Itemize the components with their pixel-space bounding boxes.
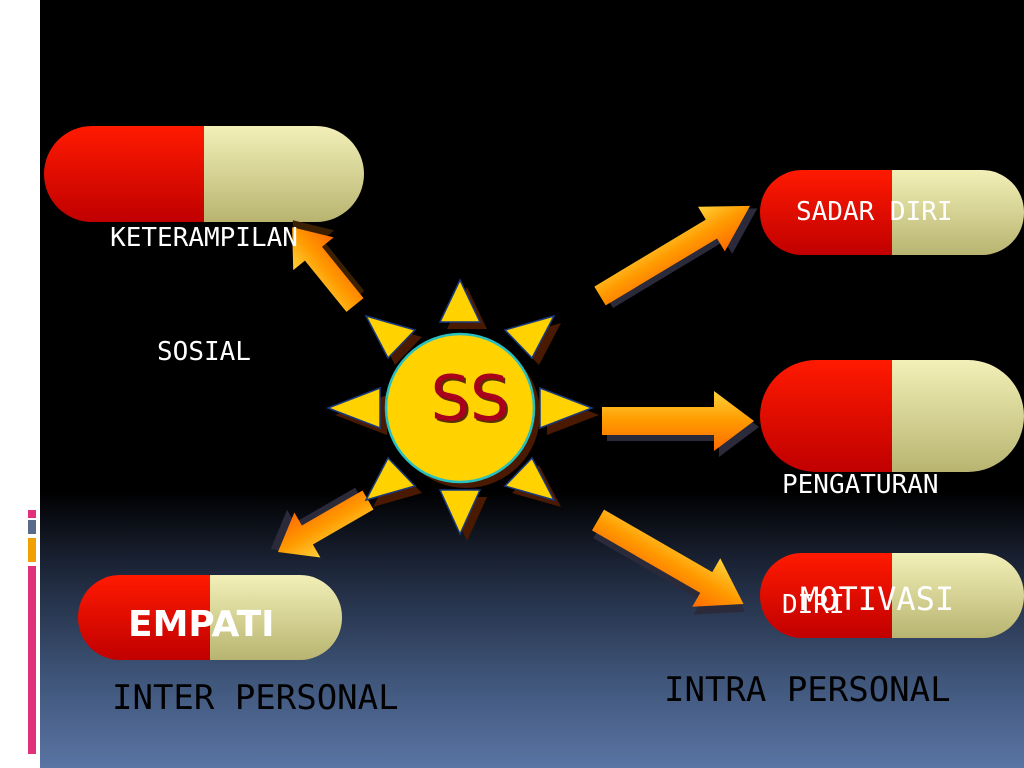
accent-bar [28,566,36,754]
arrow-to-keterampilan-sosial [292,220,365,312]
arrow-to-sadar-diri [594,205,758,308]
label-motivasi: MOTIVASI [800,580,955,618]
left-margin [0,0,40,768]
caption-intra-personal: INTRA PERSONAL [664,670,951,710]
label-empati: EMPATI [128,604,275,645]
arrow-to-pengaturan-diri [602,391,759,457]
label-diri-line: DIRI [782,590,845,620]
label-keterampilan-line: KETERAMPILAN [110,223,298,253]
caption-inter-personal: INTER PERSONAL [112,678,399,718]
accent-square-3 [28,538,36,562]
sun-symbol [325,278,599,541]
pill-motivasi [760,553,1024,638]
accent-square-1 [28,510,36,518]
label-keterampilan-sosial: KETERAMPILAN SOSIAL [44,143,364,409]
label-sosial-line: SOSIAL [157,337,251,367]
pill-pengaturan-diri [760,360,1024,472]
center-label: SS [430,362,510,435]
arrow-to-empati [270,487,374,558]
pill-empati [78,575,342,660]
label-pengaturan-diri: PENGATURAN DIRI [782,385,939,665]
label-sadar-diri: SADAR DIRI [796,197,953,227]
arrow-to-motivasi [592,509,745,615]
pill-sadar-diri [760,170,1024,255]
pill-keterampilan-sosial [44,126,364,222]
accent-square-2 [28,520,36,534]
label-pengaturan-line: PENGATURAN [782,470,939,500]
